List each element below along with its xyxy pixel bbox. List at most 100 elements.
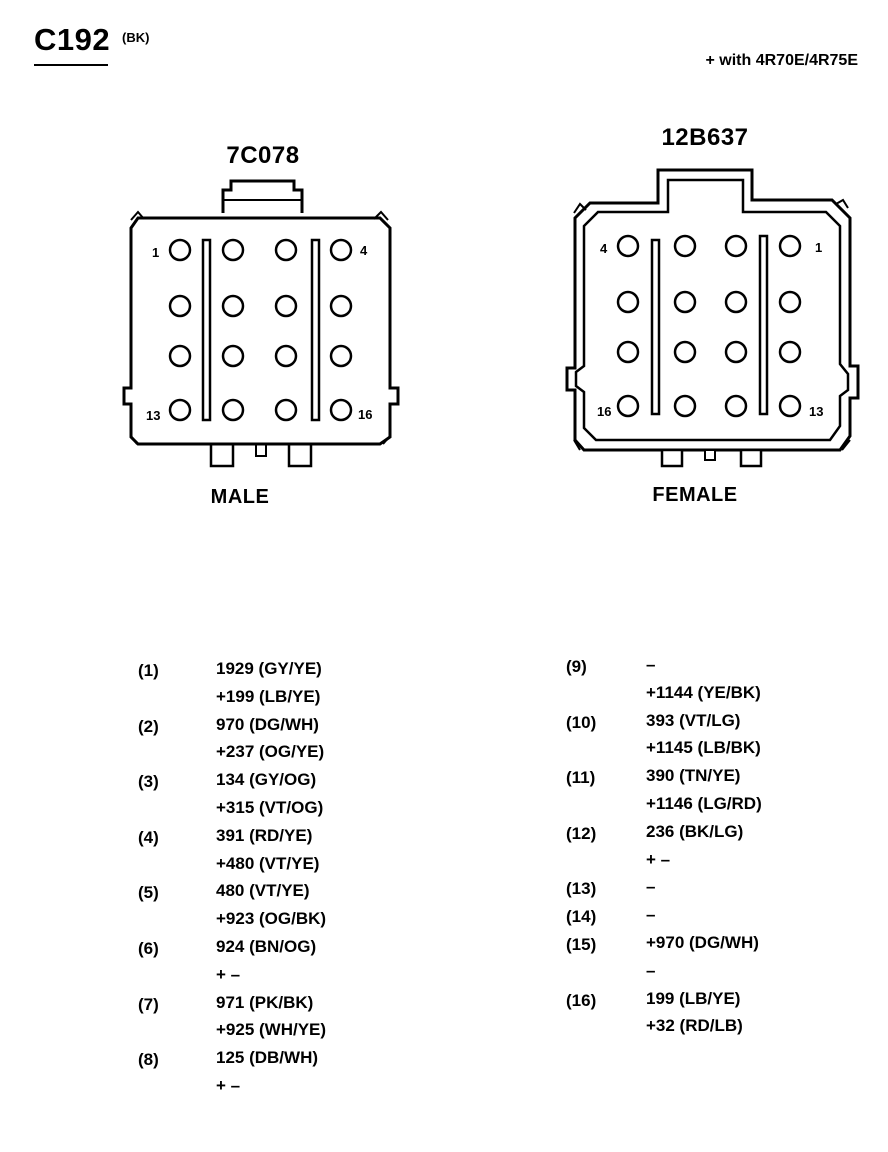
male-pin-cavity (329, 398, 353, 422)
pin-number: (7) (138, 994, 159, 1014)
female-pin-cavity (724, 234, 748, 258)
pin-number: (9) (566, 657, 587, 676)
pin-number: (1) (138, 661, 159, 680)
male-pin-cavity (329, 294, 353, 318)
circuit-entry: +32 (RD/LB) (646, 1016, 743, 1036)
female-pin-cavity (724, 394, 748, 418)
female-inner-wall (574, 178, 850, 442)
male-pin-cavity (221, 344, 245, 368)
male-body (122, 216, 400, 446)
pin-table-right: (9)–+1144 (YE/BK)(10)393 (VT/LG)+1145 (L… (566, 655, 866, 1095)
male-pin-cavity (274, 238, 298, 262)
pin-number: (6) (138, 939, 159, 958)
pin-table-left: (1) 1929 (GY/YE) +199 (LB/YE) (2) 970 (DG/WH… (138, 659, 438, 1099)
circuit-entry: 970 (DG/WH) (216, 714, 319, 734)
circuit-entry: +923 (OG/BK) (216, 909, 327, 929)
circuit-entry: – (646, 960, 656, 980)
female-pin-cavity (616, 394, 640, 418)
circuit-entry: 134 (GY/OG) (216, 770, 317, 790)
male-connector (122, 179, 400, 468)
pin-number: (2) (138, 716, 159, 736)
circuit-entry: 125 (DB/WH) (216, 1048, 319, 1068)
female-pin-cavity (616, 234, 640, 258)
female-label: FEMALE (652, 484, 738, 506)
female-bottom-tab-right (739, 448, 763, 468)
circuit-entry: 236 (BK/LG) (646, 821, 744, 841)
pin-number: (3) (138, 772, 159, 792)
male-bottom-tab-right (287, 442, 313, 468)
male-pin-label-br: 16 (358, 407, 372, 422)
pin-number: (10) (566, 712, 597, 732)
circuit-entry: +1144 (YE/BK) (646, 682, 761, 702)
pin-number: (5) (138, 883, 159, 903)
female-pin-cavity (778, 394, 802, 418)
circuit-entry: + – (216, 964, 241, 984)
circuit-entry: +480 (VT/YE) (216, 853, 320, 873)
circuit-entry: 390 (TN/YE) (646, 766, 741, 786)
male-pin-cavity (168, 398, 192, 422)
circuit-entry: +970 (DG/WH) (646, 933, 759, 952)
male-pin-cavity (168, 238, 192, 262)
male-separator-right (310, 238, 321, 422)
female-pin-cavity (724, 290, 748, 314)
female-pin-cavity (673, 340, 697, 364)
male-label: MALE (210, 486, 270, 508)
male-pin-cavity (329, 344, 353, 368)
female-pin-cavity (673, 234, 697, 258)
circuit-entry: +199 (LB/YE) (216, 686, 321, 706)
female-bottom-tab-left (660, 448, 684, 468)
pin-number: (8) (138, 1050, 159, 1070)
female-part-number: 12B637 (661, 124, 749, 151)
circuit-entry: +1146 (LG/RD) (646, 793, 762, 813)
circuit-entry: – (646, 655, 656, 674)
circuit-entry: 924 (BN/OG) (216, 937, 317, 956)
connector-id: C192 (34, 22, 111, 57)
male-pin-cavities (168, 238, 353, 422)
circuit-entry: +925 (WH/YE) (216, 1020, 327, 1040)
male-pin-cavity (168, 344, 192, 368)
male-pin-cavity (329, 238, 353, 262)
circuit-entry: 1929 (GY/YE) (216, 659, 322, 678)
male-pin-cavity (274, 344, 298, 368)
circuit-entry: 199 (LB/YE) (646, 988, 741, 1008)
circuit-entry: 971 (PK/BK) (216, 992, 314, 1012)
male-pin-label-bl: 13 (146, 408, 160, 423)
circuit-entry: +1145 (LB/BK) (646, 738, 761, 758)
circuit-entry: – (646, 905, 656, 925)
connector-color: (BK) (122, 30, 150, 45)
title-underline (34, 64, 108, 66)
female-pin-label-tr: 1 (815, 240, 822, 255)
connector-diagrams: 1 4 13 16 (122, 168, 860, 468)
circuit-entry: 391 (RD/YE) (216, 825, 313, 845)
circuit-entry: + – (646, 849, 671, 869)
female-separator-left (650, 238, 661, 416)
circuit-entry: +237 (OG/YE) (216, 742, 325, 762)
male-part-number: 7C078 (226, 142, 300, 169)
female-pin-cavity (778, 290, 802, 314)
pin-number: (11) (566, 768, 596, 788)
female-pin-cavities (616, 234, 802, 418)
pin-number: (13) (566, 879, 597, 899)
male-separator-left (201, 238, 212, 422)
female-pin-label-tl: 4 (600, 241, 608, 256)
male-pin-cavity (221, 238, 245, 262)
male-latch (221, 179, 304, 213)
pin-number: (15) (566, 935, 597, 954)
pin-number: (4) (138, 827, 159, 847)
female-pin-label-bl: 16 (597, 404, 611, 419)
female-pin-cavity (778, 340, 802, 364)
pin-number: (12) (566, 823, 597, 843)
female-pin-cavity (673, 394, 697, 418)
female-pin-cavity (616, 340, 640, 364)
male-pin-cavity (221, 398, 245, 422)
female-separator-right (758, 234, 769, 416)
pin-number: (14) (566, 907, 597, 927)
male-pin-label-tr: 4 (360, 243, 368, 258)
female-pin-cavity (724, 340, 748, 364)
female-pin-cavity (616, 290, 640, 314)
female-outer-shell (565, 168, 860, 452)
male-pin-cavity (274, 294, 298, 318)
circuit-entry: – (646, 877, 656, 897)
female-pin-label-br: 13 (809, 404, 823, 419)
transmission-note: + with 4R70E/4R75E (705, 52, 858, 69)
